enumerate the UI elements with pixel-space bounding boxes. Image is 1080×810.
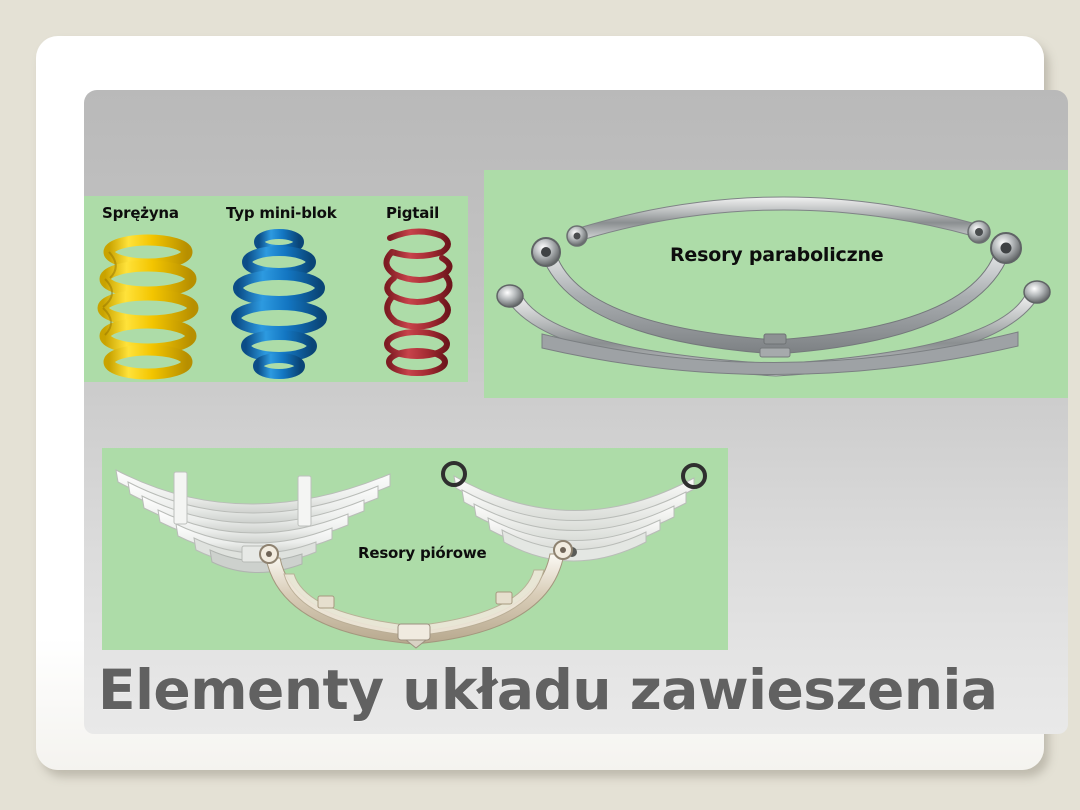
blue-mini-block-spring-image [231,229,327,379]
leaf-springs-image [115,461,707,649]
red-pigtail-spring-image [383,228,453,376]
slide-content-panel: Sprężyna Typ mini-blok Pigtail [84,90,1068,734]
coil-spring-caption-pigtail: Pigtail [386,204,440,222]
slide-card: Sprężyna Typ mini-blok Pigtail [36,36,1068,770]
leaf-springs-panel: Resory piórowe [102,448,728,650]
leaf-springs-label: Resory piórowe [358,544,487,562]
coil-spring-caption-mini-blok: Typ mini-blok [226,204,337,222]
coil-spring-caption-sprezyna: Sprężyna [102,204,179,222]
coil-springs-panel: Sprężyna Typ mini-blok Pigtail [84,196,468,382]
slide-title: Elementy układu zawieszenia [98,658,998,722]
parabolic-leaf-springs-image [496,196,1051,377]
yellow-coil-spring-image [97,234,199,380]
parabolic-leaf-springs-panel: Resory paraboliczne [484,170,1068,398]
parabolic-springs-label: Resory paraboliczne [670,244,884,266]
